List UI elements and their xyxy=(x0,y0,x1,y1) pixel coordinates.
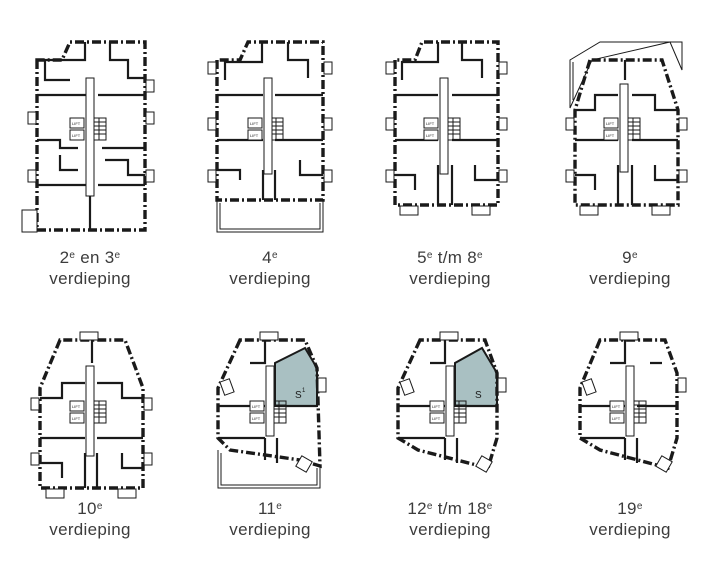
floor-label: verdieping xyxy=(229,520,311,539)
floor-label: verdieping xyxy=(409,269,491,288)
floor-plan-11: LIFT LIFT S 1 11e verdieping xyxy=(180,288,360,576)
svg-text:1: 1 xyxy=(302,388,306,394)
svg-text:LIFT: LIFT xyxy=(612,416,621,421)
svg-text:LIFT: LIFT xyxy=(252,404,261,409)
floor-plan-drawing: LIFT LIFT xyxy=(30,331,153,499)
floor-plan-drawing: LIFT LIFT xyxy=(565,41,688,216)
floor-label: verdieping xyxy=(49,269,131,288)
floor-number: 5e t/m 8e xyxy=(417,248,483,267)
floor-number: 11e xyxy=(257,499,283,518)
floor-plan-9: LIFT LIFT 9e verdieping xyxy=(540,0,720,288)
svg-text:LIFT: LIFT xyxy=(72,404,81,409)
floor-label: verdieping xyxy=(229,269,311,288)
svg-text:LIFT: LIFT xyxy=(432,404,441,409)
svg-text:LIFT: LIFT xyxy=(606,121,615,126)
floor-plan-drawing: LIFT LIFT xyxy=(207,40,333,233)
floor-label: verdieping xyxy=(49,520,131,539)
svg-text:LIFT: LIFT xyxy=(606,133,615,138)
floor-label: verdieping xyxy=(589,269,671,288)
floor-plan-drawing: LIFT LIFT xyxy=(385,40,508,216)
floor-caption: 5e t/m 8e verdieping xyxy=(360,247,540,289)
svg-text:LIFT: LIFT xyxy=(612,404,621,409)
floor-number: 2e en 3e xyxy=(59,248,121,267)
svg-text:LIFT: LIFT xyxy=(72,416,81,421)
floor-plan-19: LIFT LIFT 19e verdieping xyxy=(540,288,720,576)
svg-text:LIFT: LIFT xyxy=(72,121,81,126)
svg-text:LIFT: LIFT xyxy=(72,133,81,138)
floor-caption: 10e verdieping xyxy=(0,498,180,540)
floor-caption: 9e verdieping xyxy=(540,247,720,289)
floor-plan-10: LIFT LIFT 10e verdieping xyxy=(0,288,180,576)
floor-label: verdieping xyxy=(409,520,491,539)
floor-plan-4: LIFT LIFT 4e verdieping xyxy=(180,0,360,288)
floor-plan-drawing: LIFT LIFT xyxy=(21,40,155,233)
svg-text:LIFT: LIFT xyxy=(432,416,441,421)
floor-caption: 19e verdieping xyxy=(540,498,720,540)
svg-text:LIFT: LIFT xyxy=(426,133,435,138)
floor-plan-5-8: LIFT LIFT 5e t/m 8e verdieping xyxy=(360,0,540,288)
floor-plan-drawing: LIFT LIFT S xyxy=(396,331,507,473)
floor-caption: 12e t/m 18e verdieping xyxy=(360,498,540,540)
floor-number: 12e t/m 18e xyxy=(407,499,493,518)
svg-text:S: S xyxy=(475,390,482,401)
svg-text:LIFT: LIFT xyxy=(252,416,261,421)
floor-number: 19e xyxy=(617,499,643,518)
floor-caption: 2e en 3e verdieping xyxy=(0,247,180,289)
floor-label: verdieping xyxy=(589,520,671,539)
floor-plan-drawing: LIFT LIFT xyxy=(578,331,687,473)
floor-caption: 11e verdieping xyxy=(180,498,360,540)
floor-caption: 4e verdieping xyxy=(180,247,360,289)
floor-plan-12-18: LIFT LIFT S 12e t/m 18e verdieping xyxy=(360,288,540,576)
floor-number: 10e xyxy=(77,499,103,518)
floor-plan-drawing: LIFT LIFT S 1 xyxy=(216,331,327,489)
floor-number: 4e xyxy=(262,248,278,267)
svg-text:LIFT: LIFT xyxy=(250,133,259,138)
svg-text:S: S xyxy=(295,390,302,401)
svg-text:LIFT: LIFT xyxy=(250,121,259,126)
svg-text:LIFT: LIFT xyxy=(426,121,435,126)
floor-number: 9e xyxy=(622,248,638,267)
floor-plan-2-3: LIFT LIFT 2e en 3e verdieping xyxy=(0,0,180,288)
